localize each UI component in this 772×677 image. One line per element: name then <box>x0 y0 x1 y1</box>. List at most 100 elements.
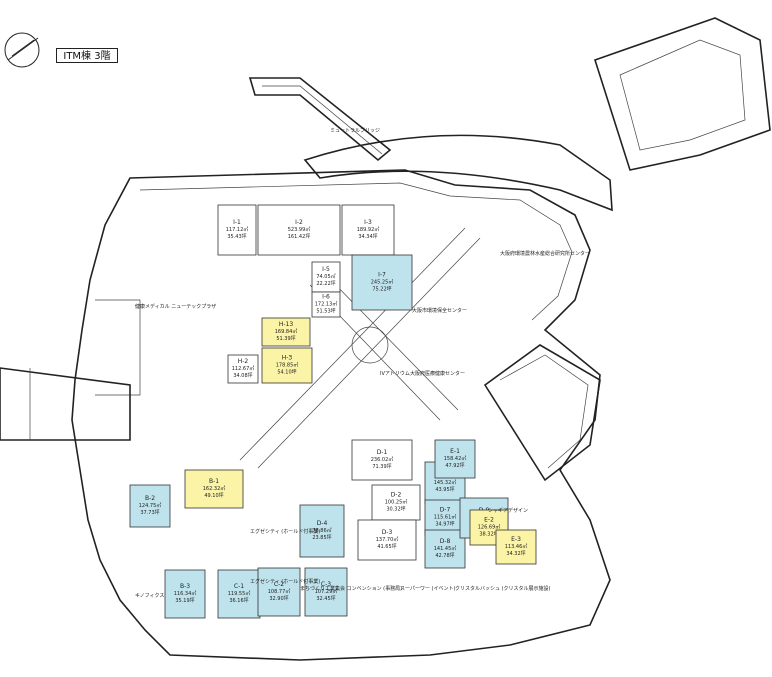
unit-tsubo: 34.32坪 <box>506 550 525 557</box>
unit-box <box>351 439 413 481</box>
unit-box <box>184 469 244 509</box>
unit-id: B-1 <box>209 478 219 485</box>
unit-id: I-5 <box>322 266 330 273</box>
unit-area: 178.85㎡ <box>276 362 299 369</box>
unit-box <box>311 261 341 293</box>
unit-id: D-4 <box>317 520 328 527</box>
unit-id: C-3 <box>321 581 331 588</box>
unit-tsubo: 35.19坪 <box>175 597 194 604</box>
unit-area: 117.12㎡ <box>226 226 249 233</box>
unit-tsubo: 161.42坪 <box>288 233 311 240</box>
unit-box <box>299 504 345 558</box>
unit-tsubo: 43.95坪 <box>435 486 454 493</box>
unit-box <box>304 567 348 617</box>
unit-area: 172.13㎡ <box>315 301 338 308</box>
unit-tsubo: 51.39坪 <box>276 335 295 342</box>
event-label: スーパーワー (イベント) <box>400 586 455 592</box>
unit-id: B-2 <box>145 495 155 502</box>
unit-id: D-7 <box>440 507 451 514</box>
unit-area: 169.84㎡ <box>275 328 298 335</box>
unit-area: 74.05㎡ <box>316 273 335 280</box>
unit-tsubo: 32.45坪 <box>316 595 335 602</box>
unit-id: D-8 <box>440 538 451 545</box>
unit-box <box>261 317 311 347</box>
unit-id: H-13 <box>279 321 293 328</box>
unit-id: E-3 <box>511 536 521 543</box>
kinoheya-label: キノフィクス <box>135 593 164 599</box>
unit-box <box>371 484 421 521</box>
unit-box <box>351 254 413 311</box>
unit-tsubo: 54.10坪 <box>277 369 296 376</box>
crystal-label: クリスタルバッシュ (クリスタル展示施設) <box>455 585 551 592</box>
unit-box <box>257 567 301 617</box>
unit-box <box>217 569 261 619</box>
unit-area: 145.32㎡ <box>434 479 457 486</box>
unit-area: 141.45㎡ <box>434 545 457 552</box>
unit-box <box>434 439 476 479</box>
unit-id: I-2 <box>295 219 303 226</box>
floor-title: ITM棟 3階 <box>56 48 118 63</box>
unit-box <box>341 204 395 256</box>
unit-area: 112.67㎡ <box>232 365 255 372</box>
unit-box <box>357 519 417 561</box>
unit-box <box>217 204 257 256</box>
unit-tsubo: 23.85坪 <box>312 534 331 541</box>
unit-area: 113.46㎡ <box>505 543 528 550</box>
exhibition-1-label: エグゼシティ (ホールド付事業) <box>250 528 320 535</box>
unit-area: 158.42㎡ <box>444 455 467 462</box>
unit-tsubo: 34.34坪 <box>358 233 377 240</box>
medical-left-label: 健康メディカル ニューテックプラザ <box>135 303 216 310</box>
unit-id: C-1 <box>234 583 244 590</box>
unit-id: D-3 <box>382 529 393 536</box>
unit-area: 245.25㎡ <box>371 279 394 286</box>
unit-id: D-2 <box>391 492 402 499</box>
unit-area: 100.25㎡ <box>385 499 408 506</box>
unit-id: C-2 <box>274 581 284 588</box>
unit-area: 116.34㎡ <box>174 590 197 597</box>
unit-box <box>424 499 466 536</box>
unit-id: B-3 <box>180 583 190 590</box>
unit-tsubo: 75.22坪 <box>372 286 391 293</box>
unit-tsubo: 34.08坪 <box>233 372 252 379</box>
unit-id: I-3 <box>364 219 372 226</box>
exhibition-2-label: エグゼシティ (ホールド付事業) <box>250 578 320 585</box>
unit-tsubo: 35.43坪 <box>227 233 246 240</box>
unit-box <box>227 354 259 384</box>
unit-id: E-1 <box>450 448 460 455</box>
unit-area: 124.75㎡ <box>139 502 162 509</box>
unit-box <box>261 347 313 384</box>
unit-id: I-1 <box>233 219 241 226</box>
medical-center-label: 大阪府医療健康センター <box>410 370 465 377</box>
ops-center-label: 大阪市環境保全センター <box>412 307 467 314</box>
lobby-label: IVアトリウム <box>380 370 410 377</box>
unit-tsubo: 71.39坪 <box>372 463 391 470</box>
unit-id: E-2 <box>484 517 494 524</box>
unit-box <box>164 569 206 619</box>
unit-box <box>257 204 341 256</box>
unit-area: 107.29㎡ <box>315 588 338 595</box>
